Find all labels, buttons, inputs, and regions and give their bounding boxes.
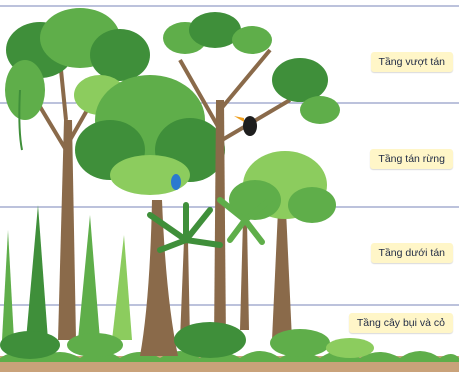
label-canopy-layer: Tầng tán rừng [370, 149, 453, 169]
parrot-bird [171, 174, 181, 190]
label-understory-layer: Tầng dưới tán [371, 243, 453, 263]
label-emergent-layer: Tầng vượt tán [371, 52, 453, 72]
label-shrub-layer: Tầng cây bụi và cỏ [349, 313, 453, 333]
